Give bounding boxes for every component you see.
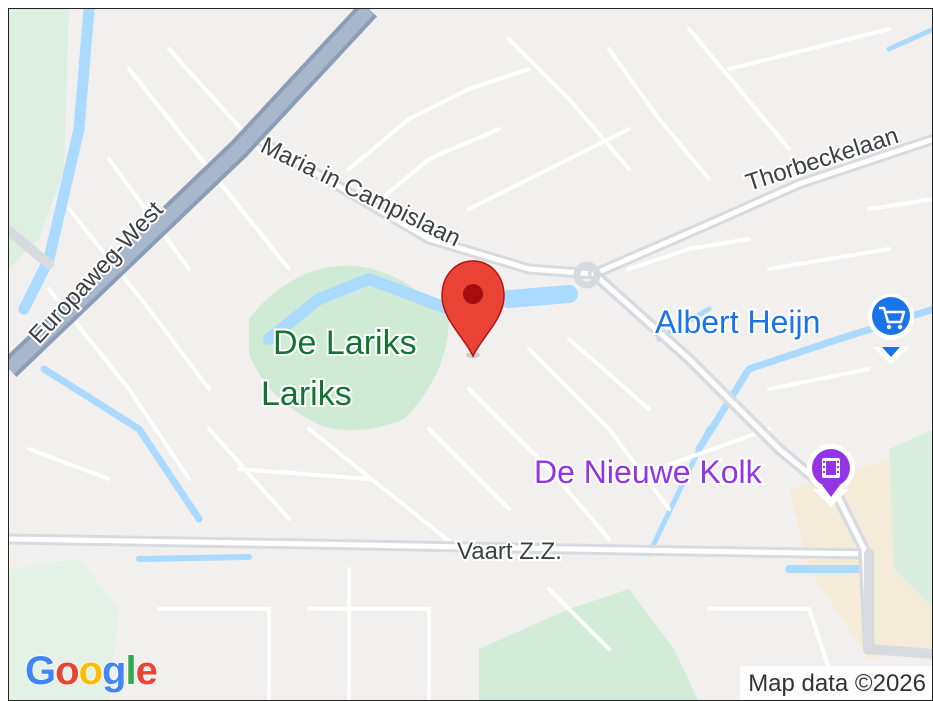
- road-label-maria-in-campislaan: Maria in Campislaan: [256, 132, 464, 252]
- park-south-area: [479, 589, 699, 700]
- roundabout: [573, 261, 601, 289]
- park-label-de-lariks: De Lariks: [273, 324, 417, 362]
- green-strip-left: [9, 9, 69, 269]
- film-icon[interactable]: [807, 444, 855, 507]
- map-attribution[interactable]: Map data ©2026: [740, 666, 932, 700]
- road-label-vaart-zz: Vaart Z.Z.: [457, 538, 562, 565]
- map-view[interactable]: Maria in Campislaan Europaweg-West Thorb…: [8, 8, 933, 701]
- shopping-cart-icon[interactable]: [867, 294, 914, 365]
- map-canvas[interactable]: Maria in Campislaan Europaweg-West Thorb…: [9, 9, 933, 701]
- minor-streets: [27, 27, 932, 700]
- poi-albert-heijn[interactable]: Albert Heijn: [653, 294, 914, 365]
- location-pin-icon[interactable]: [441, 260, 505, 358]
- park-label-lariks: Lariks: [261, 375, 352, 413]
- poi-label-de-nieuwe-kolk[interactable]: De Nieuwe Kolk: [532, 452, 765, 492]
- poi-de-nieuwe-kolk[interactable]: De Nieuwe Kolk: [532, 444, 855, 507]
- green-strip-southwest: [9, 559, 119, 700]
- highway-europaweg-west: [9, 9, 378, 377]
- park-de-lariks-area: [249, 265, 449, 431]
- poi-label-albert-heijn[interactable]: Albert Heijn: [653, 302, 822, 342]
- green-patch-east: [889, 429, 932, 607]
- google-logo[interactable]: Google: [24, 648, 158, 694]
